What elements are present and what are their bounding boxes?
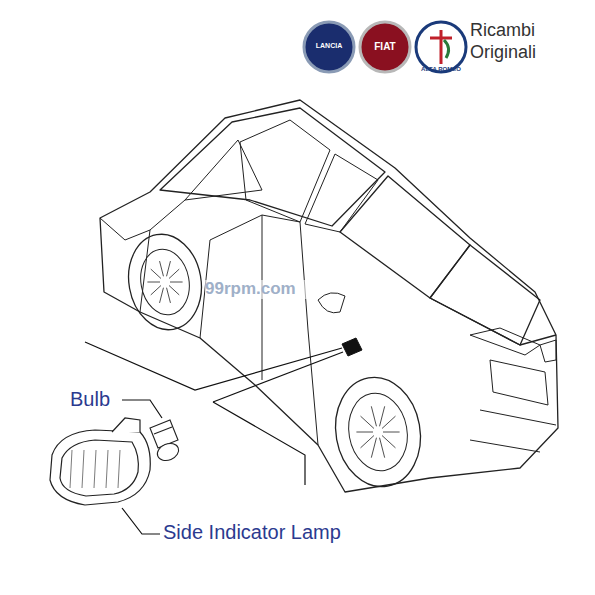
brand-logo-text: FIAT [360,41,410,52]
brand-logo-text: LANCIA [304,42,354,50]
side-indicator-lamp-part [50,418,150,505]
indicator-location [342,338,362,356]
part-label: Side Indicator Lamp [163,521,393,543]
car-body [100,100,558,493]
brand-logo-text: ALFA ROMEO [416,66,466,73]
brand-logos [304,22,466,72]
bulb-part [150,420,181,464]
part-label: Bulb [70,388,120,410]
watermark: 99rpm.com [205,280,315,299]
brand-caption: Ricambi Originali [470,20,560,63]
